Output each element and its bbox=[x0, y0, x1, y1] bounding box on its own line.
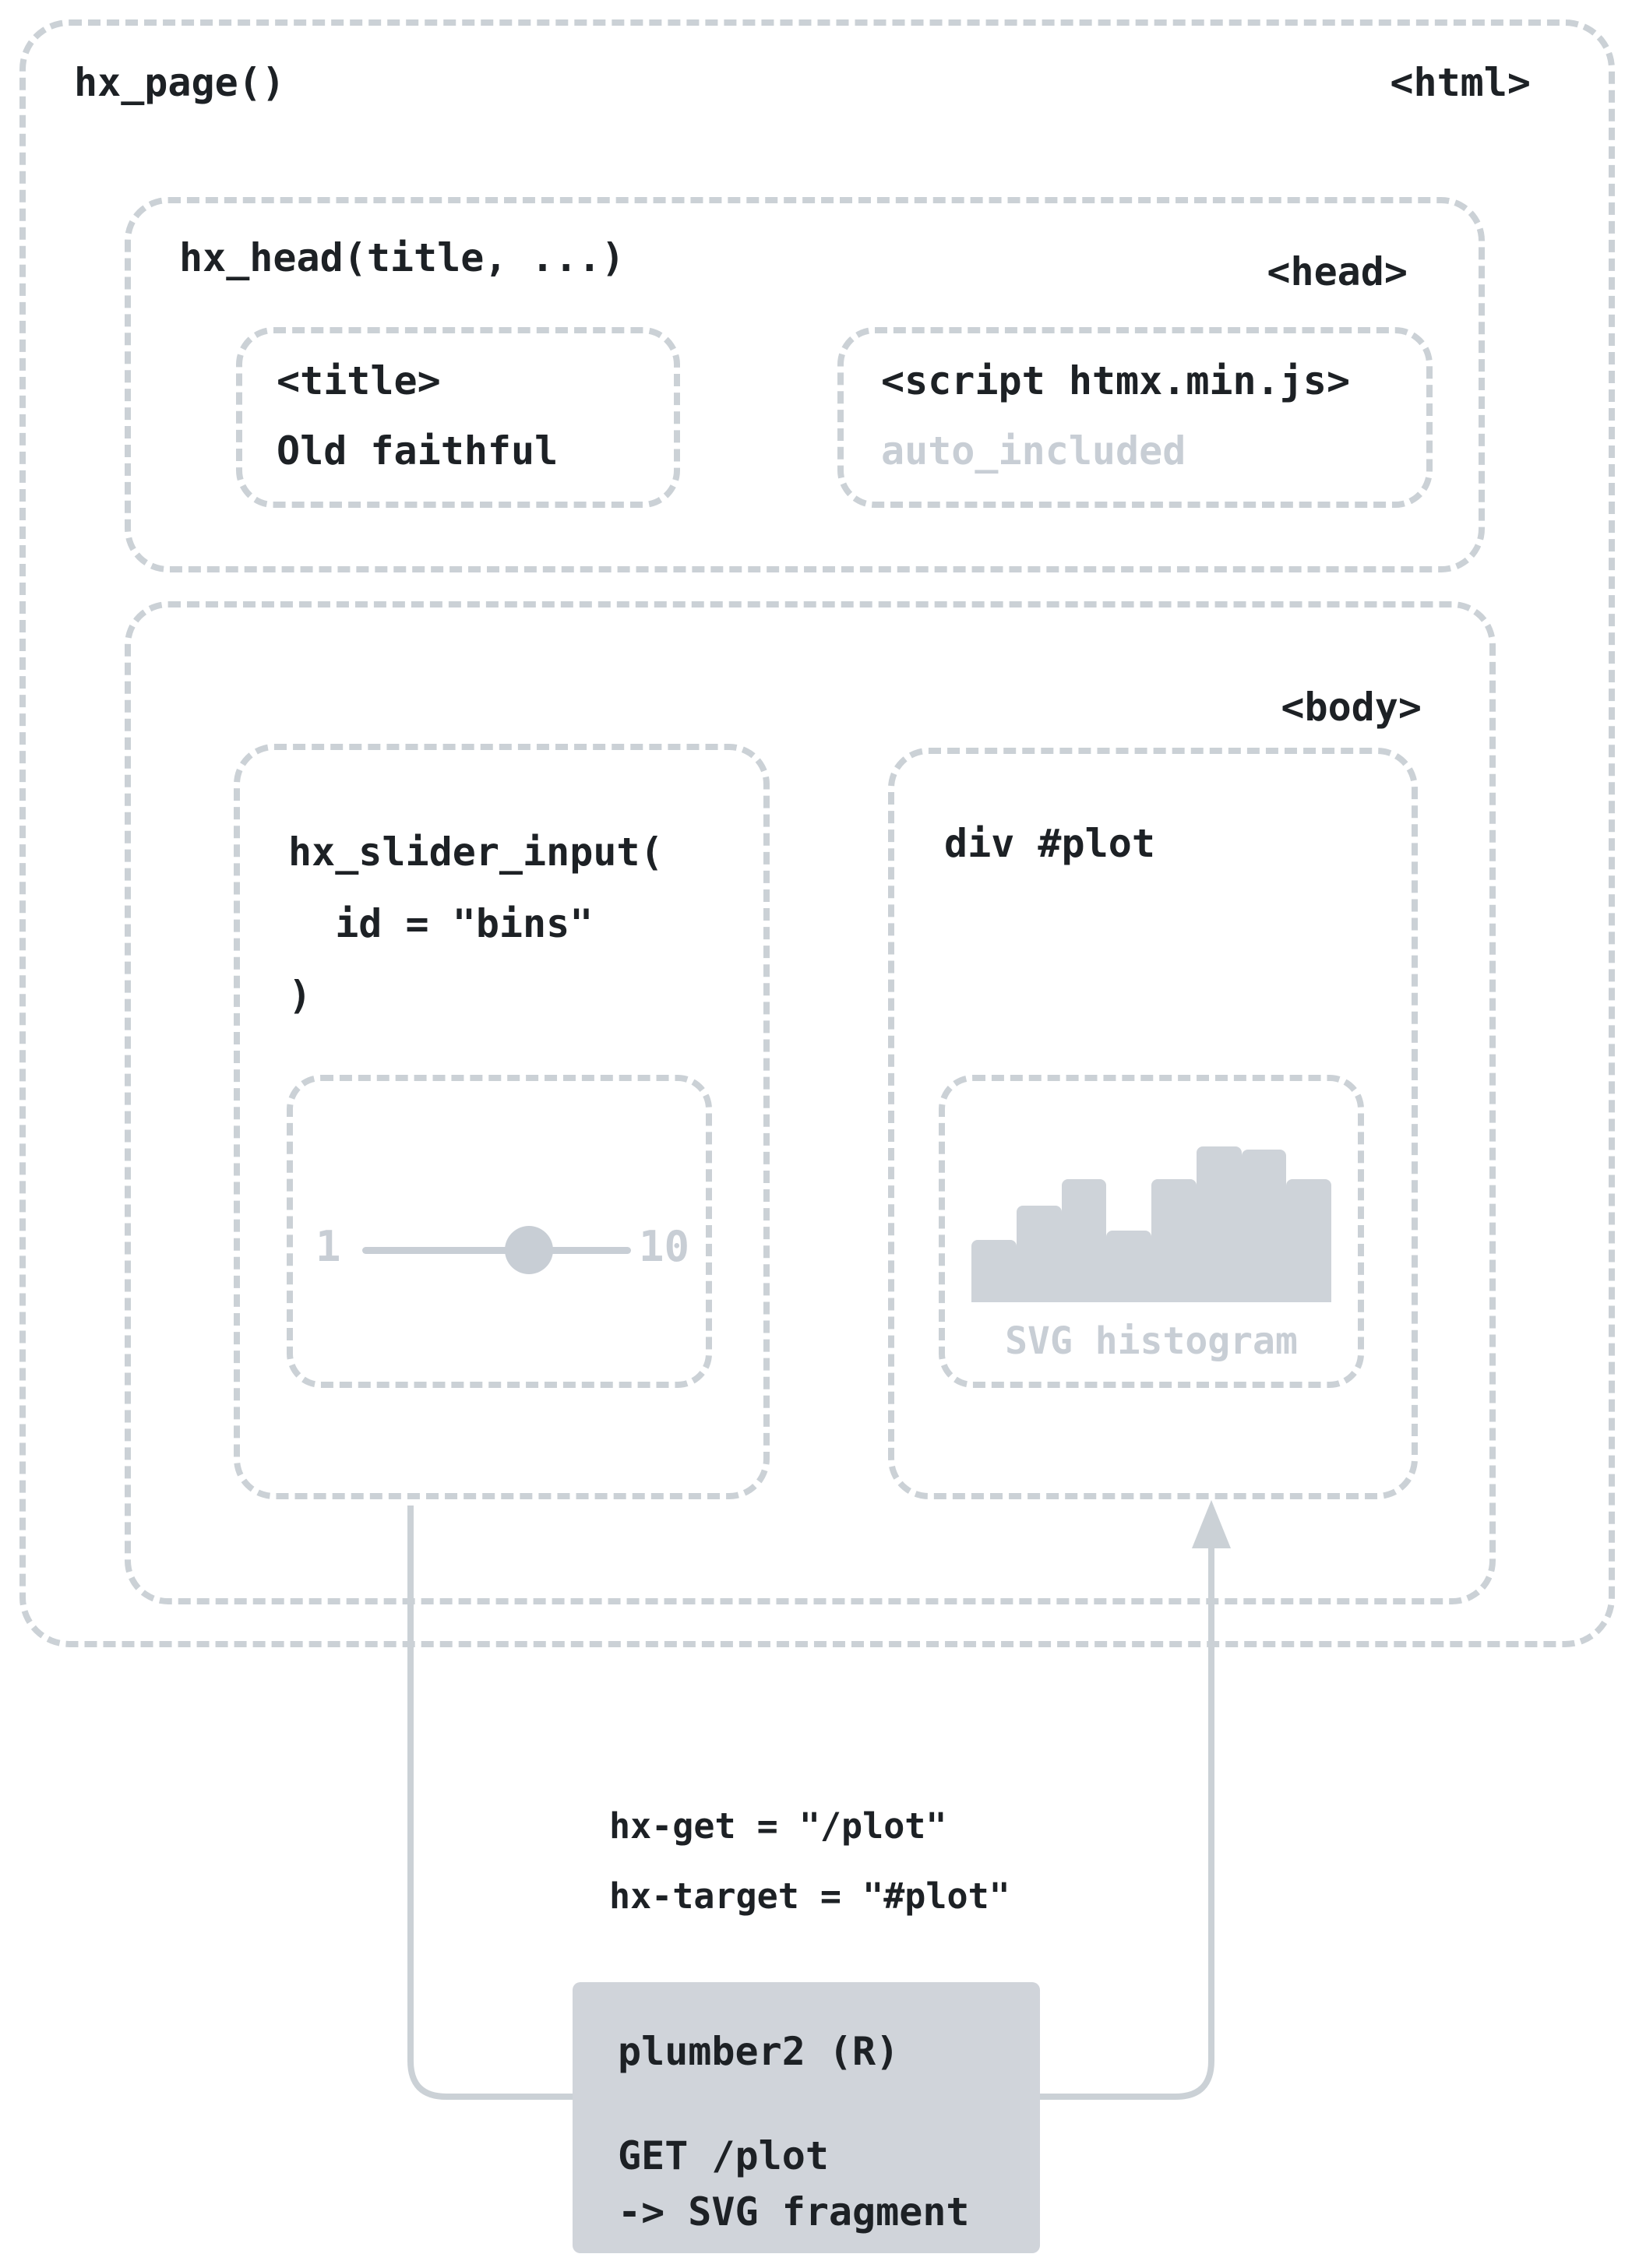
html-page-box: hx_page() <html> hx_head(title, ...) <he… bbox=[19, 19, 1615, 1647]
html-tag-label: <html> bbox=[1390, 60, 1531, 105]
body-tag-label: <body> bbox=[1281, 685, 1422, 730]
slider-track bbox=[362, 1247, 631, 1254]
slider-knob bbox=[505, 1226, 553, 1274]
histogram-bar bbox=[1061, 1179, 1107, 1302]
hx-attrs-block: hx-get = "/plot" hx-target = "#plot" bbox=[609, 1791, 1010, 1932]
hx-target-attr-label: hx-target = "#plot" bbox=[609, 1875, 1010, 1917]
hx-page-function-label: hx_page() bbox=[74, 60, 285, 105]
script-box: <script htmx.min.js> auto_included bbox=[837, 327, 1433, 508]
slider-code-line: ) bbox=[288, 973, 312, 1018]
histogram-bar bbox=[1241, 1150, 1287, 1302]
slider-max-label: 10 bbox=[639, 1222, 690, 1271]
server-title-label: plumber2 (R) bbox=[618, 2029, 900, 2074]
title-tag-label: <title> bbox=[277, 358, 441, 403]
slider-component-box: hx_slider_input( id = "bins" ) 1 10 bbox=[234, 744, 770, 1499]
title-box: <title> Old faithful bbox=[236, 327, 680, 508]
histogram-bar bbox=[1286, 1179, 1331, 1302]
plot-placeholder-box: SVG histogram bbox=[939, 1075, 1364, 1388]
server-response-label: -> SVG fragment bbox=[618, 2189, 970, 2235]
slider-widget-box: 1 10 bbox=[287, 1075, 712, 1388]
slider-code-line: hx_slider_input( bbox=[288, 829, 664, 875]
hx-get-attr-label: hx-get = "/plot" bbox=[609, 1805, 947, 1847]
head-box: hx_head(title, ...) <head> <title> Old f… bbox=[125, 197, 1485, 572]
script-note-label: auto_included bbox=[881, 428, 1186, 474]
slider-code-block: hx_slider_input( id = "bins" ) bbox=[288, 816, 664, 1031]
histogram-bar bbox=[1016, 1206, 1062, 1302]
script-tag-label: <script htmx.min.js> bbox=[881, 358, 1351, 403]
plot-div-label: div #plot bbox=[944, 821, 1155, 866]
histogram-bar bbox=[971, 1240, 1017, 1302]
server-box: plumber2 (R) GET /plot -> SVG fragment bbox=[573, 1982, 1040, 2253]
histogram-bar bbox=[1106, 1231, 1151, 1302]
plot-caption-label: SVG histogram bbox=[1005, 1319, 1298, 1363]
title-content-label: Old faithful bbox=[277, 428, 559, 474]
histogram-bar bbox=[1151, 1179, 1197, 1302]
head-tag-label: <head> bbox=[1267, 249, 1408, 294]
slider-min-label: 1 bbox=[315, 1222, 341, 1271]
histogram bbox=[971, 1146, 1331, 1302]
histogram-bar bbox=[1196, 1146, 1242, 1302]
plot-target-box: div #plot SVG histogram bbox=[888, 748, 1418, 1499]
server-route-label: GET /plot bbox=[618, 2133, 829, 2178]
body-box: <body> hx_slider_input( id = "bins" ) 1 … bbox=[125, 601, 1496, 1604]
hx-head-function-label: hx_head(title, ...) bbox=[179, 235, 625, 280]
slider-code-line: id = "bins" bbox=[288, 901, 594, 946]
